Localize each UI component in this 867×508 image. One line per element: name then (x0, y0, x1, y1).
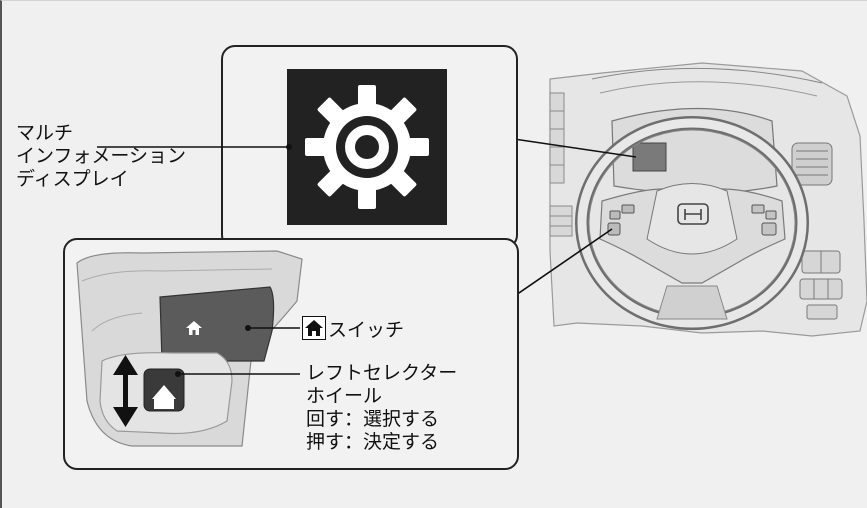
multi-info-display-line-2: インフォメーション (16, 145, 187, 167)
home-switch-button (159, 286, 275, 362)
left-selector-wheel-line-1: レフトセレクター (306, 362, 458, 384)
home-switch-text: スイッチ (328, 319, 405, 341)
multi-info-display-line-1: マルチ (16, 122, 74, 144)
home-icon (302, 316, 326, 340)
home-switch-label: スイッチ (302, 316, 404, 342)
left-selector-wheel-label: レフトセレクター ホイール 回す：選択する 押す：決定する (306, 362, 457, 454)
air-vent (791, 142, 833, 186)
push-arrow-icon (152, 385, 176, 399)
push-action-text: 押す：決定する (306, 431, 440, 453)
left-selector-wheel-line-2: ホイール (306, 385, 383, 407)
home-icon (186, 321, 202, 335)
console-buttons (799, 250, 843, 320)
display-leader-line (513, 138, 637, 158)
display-highlight (632, 142, 667, 172)
multi-info-display-label: マルチ インフォメーション ディスプレイ (16, 122, 186, 191)
steering-logo (677, 203, 709, 225)
multi-info-display-line-3: ディスプレイ (16, 168, 129, 190)
rotate-action-text: 回す：選択する (306, 408, 440, 430)
rotate-arrow-icon (113, 355, 138, 427)
